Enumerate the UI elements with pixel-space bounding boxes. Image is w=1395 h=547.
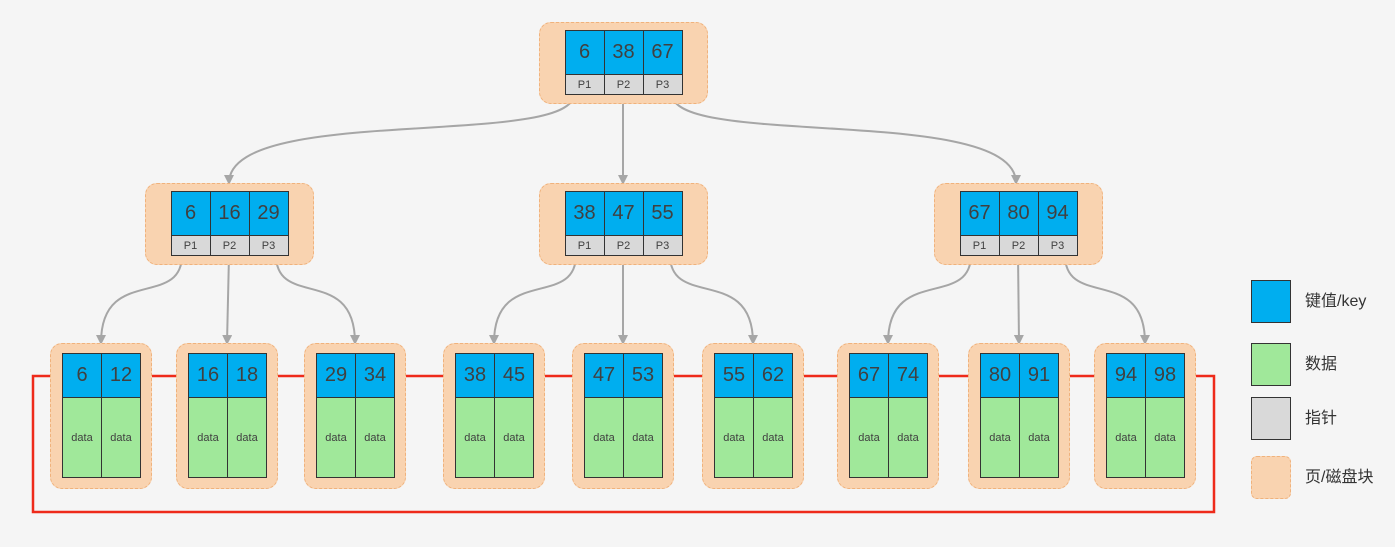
root-node-pointer: P1 [564, 74, 605, 95]
leaf-key: 91 [1019, 353, 1059, 398]
root-node-pointer: P2 [603, 74, 644, 95]
leaf-data: data [980, 397, 1020, 478]
leaf-data: data [455, 397, 495, 478]
leaf-key: 53 [623, 353, 663, 398]
internal-node-key: 6 [170, 191, 211, 236]
leaf-data: data [1019, 397, 1059, 478]
leaf-data: data [494, 397, 534, 478]
tree-arrow [669, 254, 758, 345]
internal-node-pointer: P3 [1037, 235, 1078, 256]
internal-node-key: 38 [564, 191, 605, 236]
leaf-data: data [753, 397, 793, 478]
leaf-key: 67 [849, 353, 889, 398]
root-node-key: 6 [564, 30, 605, 75]
leaf-data: data [227, 397, 267, 478]
leaf-key: 94 [1106, 353, 1146, 398]
internal-node-key: 67 [959, 191, 1000, 236]
root-node-pointer: P3 [642, 74, 683, 95]
internal-node-key: 47 [603, 191, 644, 236]
leaf-key: 74 [888, 353, 928, 398]
leaf-key: 12 [101, 353, 141, 398]
leaf-data: data [849, 397, 889, 478]
internal-node-pointer: P2 [209, 235, 250, 256]
internal-node-key: 94 [1037, 191, 1078, 236]
internal-node-key: 16 [209, 191, 250, 236]
leaf-data: data [62, 397, 102, 478]
tree-arrow [222, 254, 233, 345]
leaf-key: 18 [227, 353, 267, 398]
legend-page-swatch [1251, 456, 1291, 499]
legend-data-label: 数据 [1305, 356, 1338, 373]
internal-node-key: 55 [642, 191, 683, 236]
root-node-key: 38 [603, 30, 644, 75]
tree-arrow [275, 254, 360, 345]
leaf-data: data [101, 397, 141, 478]
leaf-key: 6 [62, 353, 102, 398]
leaf-key: 29 [316, 353, 356, 398]
leaf-data: data [623, 397, 663, 478]
leaf-data: data [584, 397, 624, 478]
internal-node-pointer: P2 [603, 235, 644, 256]
tree-arrow [671, 93, 1021, 185]
internal-node-pointer: P1 [170, 235, 211, 256]
root-node-key: 67 [642, 30, 683, 75]
leaf-data: data [316, 397, 356, 478]
legend-pointer-label: 指针 [1305, 410, 1338, 427]
leaf-key: 45 [494, 353, 534, 398]
internal-node-pointer: P1 [959, 235, 1000, 256]
leaf-key: 34 [355, 353, 395, 398]
leaf-key: 98 [1145, 353, 1185, 398]
leaf-data: data [714, 397, 754, 478]
leaf-data: data [1145, 397, 1185, 478]
internal-node-pointer: P3 [248, 235, 289, 256]
internal-node-pointer: P2 [998, 235, 1039, 256]
internal-node-pointer: P3 [642, 235, 683, 256]
leaf-data: data [1106, 397, 1146, 478]
leaf-key: 62 [753, 353, 793, 398]
legend-page-label: 页/磁盘块 [1305, 469, 1374, 486]
legend-pointer-swatch [1251, 397, 1291, 440]
legend-key-swatch [1251, 280, 1291, 323]
leaf-data: data [888, 397, 928, 478]
legend-key-label: 键值/key [1305, 293, 1367, 310]
leaf-key: 38 [455, 353, 495, 398]
leaf-key: 80 [980, 353, 1020, 398]
leaf-key: 16 [188, 353, 228, 398]
leaf-data: data [188, 397, 228, 478]
internal-node-key: 80 [998, 191, 1039, 236]
tree-arrow [883, 254, 972, 345]
tree-arrow [1013, 254, 1024, 345]
tree-arrow [224, 93, 575, 185]
leaf-key: 55 [714, 353, 754, 398]
internal-node-pointer: P1 [564, 235, 605, 256]
legend-data-swatch [1251, 343, 1291, 386]
leaf-data: data [355, 397, 395, 478]
leaf-key: 47 [584, 353, 624, 398]
internal-node-key: 29 [248, 191, 289, 236]
tree-arrow [489, 254, 577, 345]
tree-arrow [96, 254, 183, 345]
tree-arrow [1064, 254, 1150, 345]
